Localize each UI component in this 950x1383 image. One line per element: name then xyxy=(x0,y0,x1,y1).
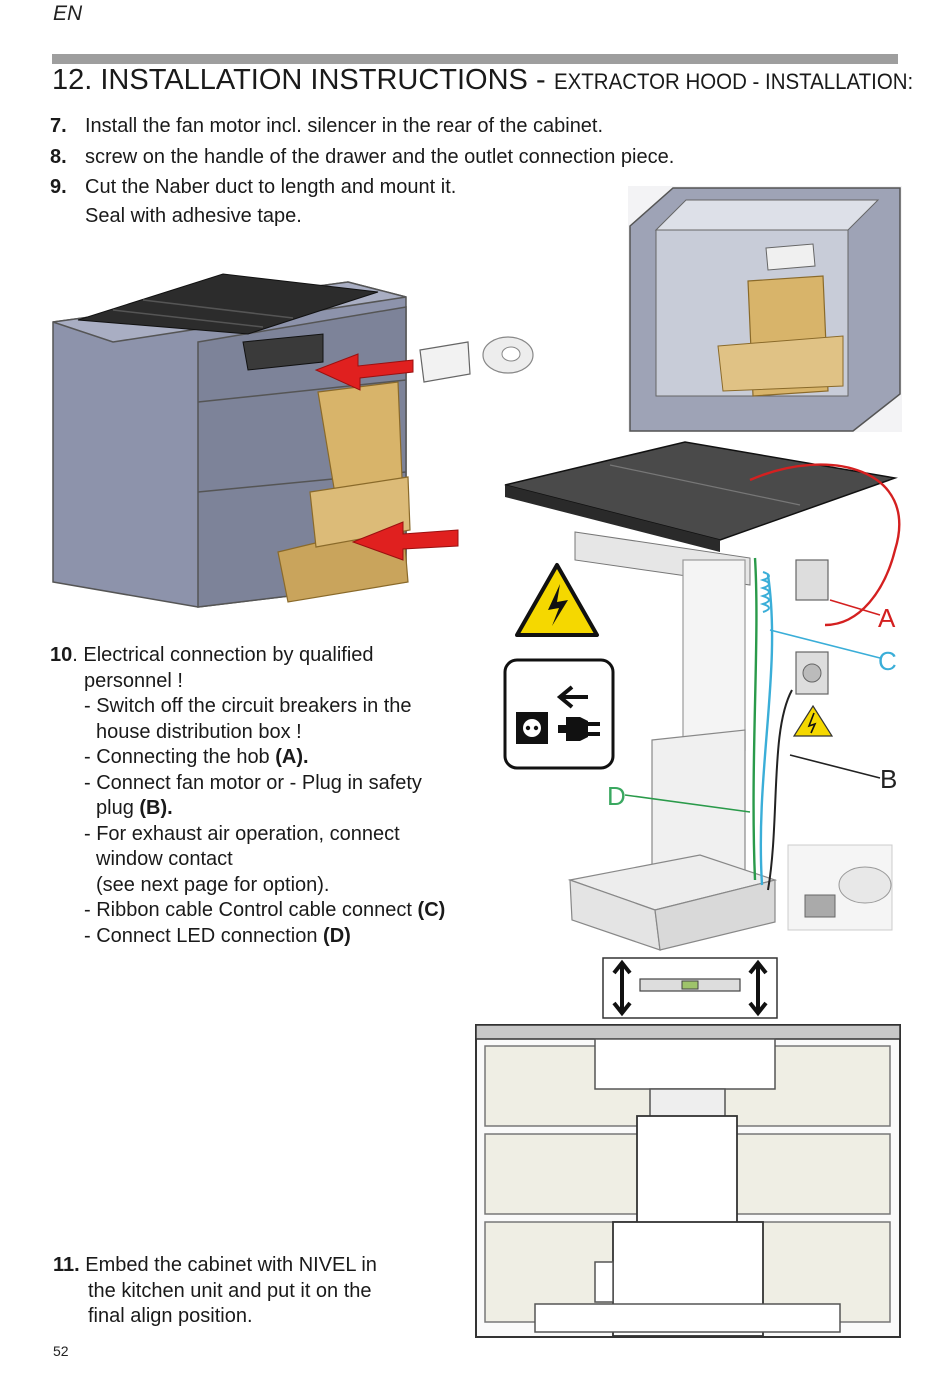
step-9: 9. Cut the Naber duct to length and moun… xyxy=(50,172,456,202)
step-8-number: 8. xyxy=(50,146,67,168)
step-10-bullet4b: window contact xyxy=(96,848,233,870)
step-11-line1: Embed the cabinet with NIVEL in xyxy=(79,1254,377,1276)
step-10: 10. Electrical connection by qualified p… xyxy=(50,643,445,949)
page-title: 12. INSTALLATION INSTRUCTIONS - EXTRACTO… xyxy=(52,64,940,97)
step-11-line2: the kitchen unit and put it on the xyxy=(88,1279,372,1302)
step-10-bullet5: - Ribbon cable Control cable connect (C) xyxy=(84,899,446,921)
cabinet-fan-motor-illustration xyxy=(52,273,534,608)
language-code: EN xyxy=(53,2,83,25)
step-11-line3: final align position. xyxy=(88,1305,253,1327)
step-10-bullet3a: - Connect fan motor or - Plug in safety xyxy=(84,771,422,794)
step-10-line2: personnel ! xyxy=(84,669,183,692)
step-8-text: screw on the handle of the drawer and th… xyxy=(85,146,675,168)
step-10-bullet6: - Connect LED connection (D) xyxy=(84,924,351,947)
title-main: 12. INSTALLATION INSTRUCTIONS - xyxy=(52,64,554,96)
kitchen-unit-alignment-illustration xyxy=(475,1024,901,1338)
header-rule xyxy=(52,54,898,64)
unplug-power-icon xyxy=(503,658,615,770)
page-number: 52 xyxy=(53,1343,69,1359)
step-11: 11. Embed the cabinet with NIVEL in the … xyxy=(53,1253,377,1330)
label-a: A xyxy=(878,603,896,633)
step-9-text-line2: Seal with adhesive tape. xyxy=(85,205,302,227)
electrical-connection-diagram: A C B D xyxy=(504,441,901,951)
step-10-bullet1a: - Switch off the circuit breakers in the xyxy=(84,695,412,717)
step-10-bullet1b: house distribution box ! xyxy=(96,720,302,743)
step-10-line1: . Electrical connection by qualified xyxy=(72,644,374,666)
title-sub: EXTRACTOR HOOD - INSTALLATION: xyxy=(553,69,913,94)
step-7-text: Install the fan motor incl. silencer in … xyxy=(85,115,604,137)
step-7-number: 7. xyxy=(50,115,67,137)
step-9-text: Cut the Naber duct to length and mount i… xyxy=(85,176,457,198)
label-d: D xyxy=(607,781,626,811)
step-10-bullet4c: (see next page for option). xyxy=(96,873,330,896)
step-10-bullet3b: plug (B). xyxy=(96,797,173,819)
step-10-bullet2: - Connecting the hob (A). xyxy=(84,746,309,768)
step-10-number: 10 xyxy=(50,644,73,666)
step-10-bullet4a: - For exhaust air operation, connect xyxy=(84,822,400,845)
step-7: 7. Install the fan motor incl. silencer … xyxy=(50,111,603,141)
step-8: 8. screw on the handle of the drawer and… xyxy=(50,142,674,172)
spirit-level-icon xyxy=(602,957,778,1019)
step-11-number: 11. xyxy=(53,1254,80,1276)
high-voltage-warning-icon xyxy=(515,563,599,637)
step-9-number: 9. xyxy=(50,176,67,198)
label-b: B xyxy=(880,764,897,794)
cabinet-frame-illustration xyxy=(628,186,902,432)
label-c: C xyxy=(878,646,897,676)
